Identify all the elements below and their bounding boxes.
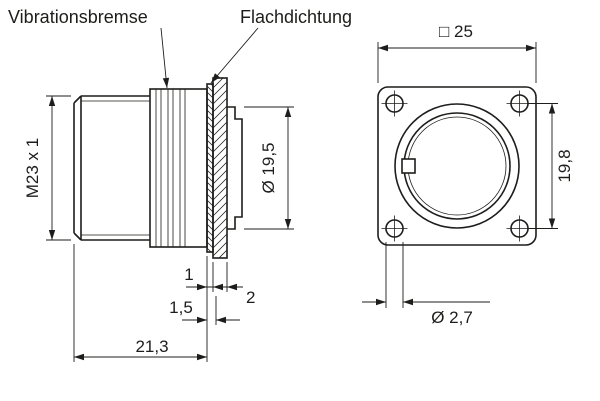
dim-total-length-lines: [73, 244, 207, 362]
side-view: [73, 77, 243, 259]
vibration-brake-grooves: [155, 89, 186, 247]
dim-flange-thickness: 2: [246, 288, 255, 307]
vibration-brake-section: [149, 88, 208, 248]
dim-flange-square: □ 25: [439, 22, 473, 41]
dimension-lines: [46, 27, 558, 362]
dim-hole-diameter: Ø 2,7: [431, 308, 473, 327]
label-flat-gasket: Flachdichtung: [240, 7, 352, 27]
dim-gasket-offset: 1,5: [169, 298, 193, 317]
dim-hole-diameter-lines: [362, 242, 490, 308]
dim-thread-spec: M23 x 1: [23, 138, 42, 198]
shell-outer-circle: [394, 103, 520, 229]
dim-thread-lines: [46, 95, 71, 241]
dim-gasket-flange-lines: [186, 256, 243, 362]
flange-square-outline: [377, 86, 537, 246]
label-vibration-brake: Vibrationsbremse: [8, 7, 148, 27]
gasket-hatching: [206, 83, 214, 253]
keyway: [401, 158, 416, 174]
dim-gasket-thickness: 1: [184, 265, 193, 284]
dimension-arrowheads: [48, 44, 556, 361]
leader-lines: [160, 27, 259, 89]
shell-inner-circle: [403, 112, 511, 220]
dim-total-length: 21,3: [135, 337, 168, 356]
insert-circle: [407, 116, 507, 216]
dim-body-diameter-lines: [244, 106, 294, 230]
rear-section-outline: [227, 106, 243, 230]
flange-hatching: [212, 77, 228, 259]
dim-hole-pitch-lines: [528, 103, 558, 229]
hole-center-marks: [381, 90, 533, 242]
connector-profile: [73, 77, 243, 259]
dim-hole-pitch: 19,8: [555, 149, 574, 182]
dim-square-lines: [377, 42, 537, 83]
thread-relief-lines: [81, 100, 150, 236]
thread-section-outline: [73, 95, 150, 241]
front-view: [377, 86, 537, 246]
dim-body-diameter: Ø 19,5: [259, 142, 278, 193]
